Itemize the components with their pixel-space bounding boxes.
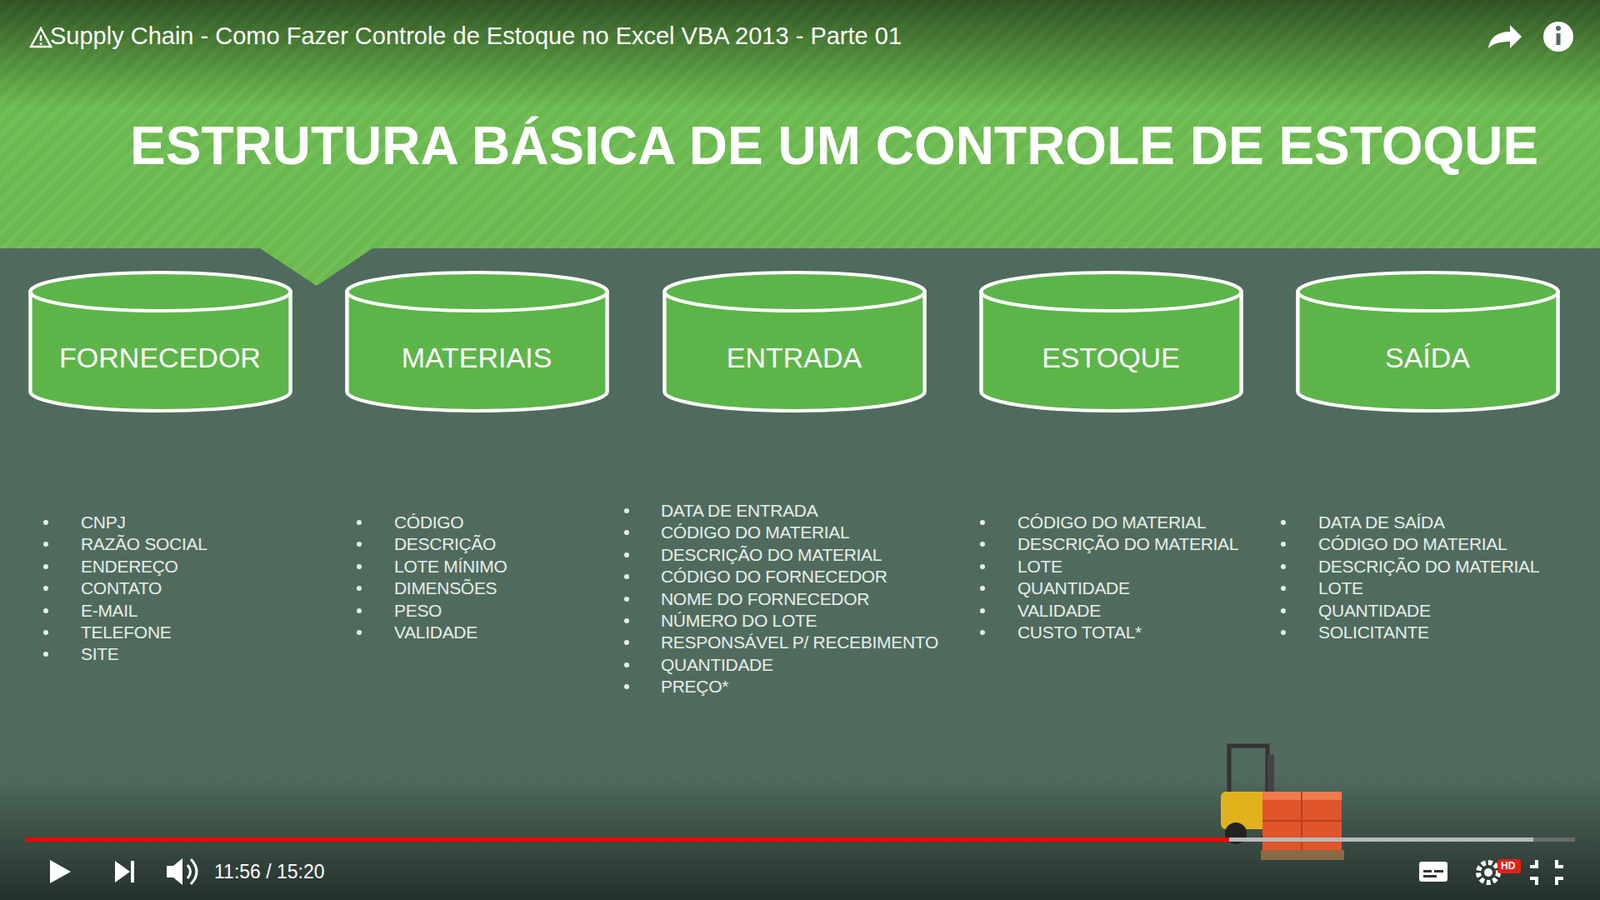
field-item: RESPONSÁVEL P/ RECEBIMENTO	[660, 631, 939, 654]
bullet-dot	[1280, 541, 1286, 547]
field-item: TELEFONE	[80, 621, 171, 644]
bullet-dot	[980, 630, 985, 635]
node-label: ESTOQUE	[977, 311, 1245, 404]
bullet-dot	[624, 662, 630, 668]
node-label: MATERIAIS	[343, 311, 611, 404]
field-item: CUSTO TOTAL*	[1017, 621, 1142, 644]
field-item: PREÇO*	[660, 675, 729, 698]
node-label: SAÍDA	[1294, 311, 1562, 404]
field-item: CÓDIGO DO FORNECEDOR	[660, 565, 888, 588]
video-title: Supply Chain - Como Fazer Controle de Es…	[50, 22, 902, 50]
field-item: DATA DE ENTRADA	[660, 500, 818, 522]
field-item: NÚMERO DO LOTE	[660, 610, 817, 632]
bullet-dot	[43, 541, 49, 547]
field-item: DESCRIÇÃO DO MATERIAL	[1318, 555, 1540, 578]
bullet-dot	[1280, 520, 1286, 525]
node-label: ENTRADA	[660, 311, 929, 404]
field-item: VALIDADE	[394, 621, 478, 644]
field-item: DESCRIÇÃO DO MATERIAL	[1017, 533, 1239, 555]
field-item: E-MAIL	[80, 600, 138, 622]
field-item: PESO	[394, 600, 442, 622]
field-item: SOLICITANTE	[1318, 621, 1430, 644]
field-item: QUANTIDADE	[1318, 600, 1431, 622]
field-item: DESCRIÇÃO DO MATERIAL	[660, 544, 882, 566]
hd-badge: HD	[1500, 860, 1515, 873]
field-item: CNPJ	[80, 511, 126, 534]
database-cylinder: MATERIAIS	[343, 270, 611, 414]
bullet-dot	[43, 630, 49, 635]
bullet-dot	[624, 618, 630, 624]
bullet-dot	[624, 684, 630, 690]
field-item: NOME DO FORNECEDOR	[660, 588, 870, 610]
field-item: QUANTIDADE	[1017, 577, 1130, 600]
field-item: VALIDADE	[1017, 600, 1101, 622]
field-item: QUANTIDADE	[660, 654, 774, 676]
bullet-dot	[43, 585, 49, 591]
field-item: ENDEREÇO	[80, 555, 179, 578]
bullet-dot	[624, 530, 630, 535]
bullet-dot	[356, 541, 362, 547]
bullet-dot	[356, 608, 362, 614]
bullet-dot	[43, 564, 49, 570]
bullet-dot	[43, 651, 49, 657]
bullet-dot	[624, 552, 630, 558]
bullet-dot	[624, 596, 630, 602]
field-item: LOTE	[1017, 555, 1063, 578]
field-item: SITE	[80, 643, 119, 665]
bullet-dot	[1280, 564, 1286, 570]
field-item: DIMENSÕES	[394, 577, 497, 600]
slide-title: ESTRUTURA BÁSICA DE UM CONTROLE DE ESTOQ…	[130, 115, 1539, 177]
bullet-dot	[356, 520, 362, 525]
node-label: FORNECEDOR	[26, 311, 295, 404]
bullet-dot	[980, 541, 985, 547]
bullet-dot	[980, 608, 985, 614]
bullet-dot	[980, 585, 985, 591]
bullet-dot	[356, 564, 362, 570]
bullet-dot	[43, 520, 49, 525]
field-item: LOTE	[1318, 577, 1364, 600]
database-cylinder: ENTRADA	[660, 270, 929, 414]
field-item: CONTATO	[80, 577, 162, 600]
database-cylinder: SAÍDA	[1294, 270, 1562, 414]
bullet-dot	[980, 520, 985, 525]
bullet-dot	[1280, 630, 1286, 635]
database-cylinder: ESTOQUE	[977, 270, 1245, 414]
field-item: CÓDIGO DO MATERIAL	[1318, 533, 1507, 555]
bullet-dot	[980, 564, 985, 570]
field-item: CÓDIGO DO MATERIAL	[1017, 511, 1206, 534]
field-item: DATA DE SAÍDA	[1318, 511, 1445, 534]
bullet-dot	[624, 574, 630, 580]
bullet-dot	[624, 640, 630, 645]
bullet-dot	[624, 508, 630, 514]
field-item: LOTE MÍNIMO	[394, 555, 508, 578]
field-item: DESCRIÇÃO	[394, 533, 496, 555]
bullet-dot	[356, 630, 362, 635]
time-display: 11:56 / 15:20	[214, 860, 325, 884]
bullet-dot	[1280, 608, 1286, 614]
bullet-dot	[356, 585, 362, 591]
database-cylinder: FORNECEDOR	[26, 270, 295, 414]
bullet-dot	[43, 608, 49, 614]
field-item: RAZÃO SOCIAL	[80, 533, 208, 555]
field-item: CÓDIGO DO MATERIAL	[660, 521, 850, 544]
field-item: CÓDIGO	[394, 511, 464, 534]
bullet-dot	[1280, 585, 1286, 591]
